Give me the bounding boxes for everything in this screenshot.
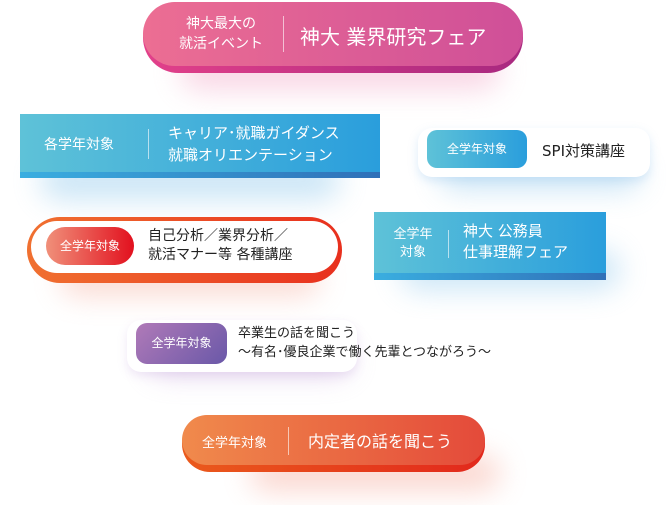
event-label-line1: 神大最大の [186, 16, 256, 32]
event-label-line1: 全学年 [393, 227, 433, 242]
event-career-guidance[interactable]: 各学年対象 キャリア･就職ガイダンス 就職オリエンテーション [20, 114, 380, 178]
event-label-line2: 就活イベント [179, 36, 263, 52]
event-koumuin-fair[interactable]: 全学年 対象 神大 公務員 仕事理解フェア [374, 212, 606, 280]
event-label: 全学年対象 [136, 323, 227, 364]
event-title: 内定者の話を聞こう [308, 432, 453, 451]
event-title-line1: 自己分析／業界分析／ [148, 228, 288, 244]
event-label: 各学年対象 [44, 137, 114, 153]
event-label-line2: 対象 [399, 245, 426, 260]
event-naiteisha-talk[interactable]: 全学年対象 内定者の話を聞こう [182, 415, 485, 472]
event-spi[interactable]: 全学年対象 SPI対策講座 [418, 128, 650, 177]
event-title-line1: キャリア･就職ガイダンス [168, 124, 340, 142]
event-title: 神大 業界研究フェア [300, 25, 487, 49]
event-self-analysis[interactable]: 全学年対象 自己分析／業界分析／ 就活マナー等 各種講座 [27, 217, 342, 283]
event-label: 全学年対象 [202, 436, 268, 451]
event-label: 全学年対象 [46, 227, 134, 265]
event-gyokai-kenkyu-fair[interactable]: 神大最大の 就活イベント 神大 業界研究フェア [143, 2, 523, 73]
event-title-line2: 仕事理解フェア [463, 243, 569, 261]
event-title-line2: 就活マナー等 各種講座 [148, 247, 293, 263]
event-title-line1: 卒業生の話を聞こう [238, 326, 356, 341]
event-label: 全学年対象 [427, 130, 527, 168]
event-title: SPI対策講座 [542, 142, 625, 160]
event-alumni-talk[interactable]: 全学年対象 卒業生の話を聞こう ～有名･優良企業で働く先輩とつながろう～ [127, 320, 491, 372]
event-title-line2: ～有名･優良企業で働く先輩とつながろう～ [238, 345, 491, 360]
event-title-line1: 神大 公務員 [463, 222, 543, 240]
event-title-line2: 就職オリエンテーション [168, 146, 333, 164]
